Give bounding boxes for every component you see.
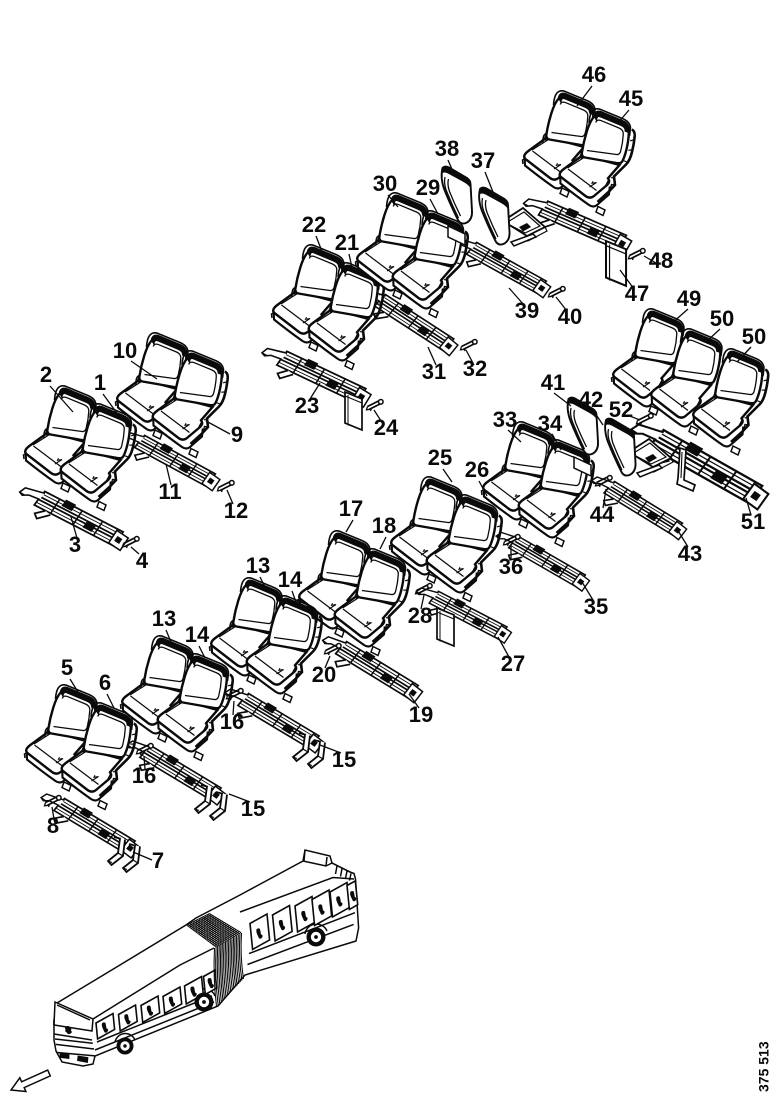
svg-text:39: 39 (515, 298, 539, 323)
svg-text:18: 18 (372, 513, 396, 538)
svg-text:52: 52 (609, 397, 633, 422)
svg-text:26: 26 (465, 457, 489, 482)
svg-text:4: 4 (136, 548, 149, 573)
svg-text:10: 10 (113, 338, 137, 363)
svg-text:27: 27 (501, 651, 525, 676)
svg-text:14: 14 (185, 622, 210, 647)
svg-text:29: 29 (416, 175, 440, 200)
svg-text:16: 16 (220, 709, 244, 734)
svg-text:34: 34 (538, 411, 563, 436)
svg-text:14: 14 (278, 567, 303, 592)
svg-text:50: 50 (742, 324, 766, 349)
svg-text:32: 32 (463, 356, 487, 381)
svg-text:33: 33 (493, 407, 517, 432)
svg-text:50: 50 (710, 306, 734, 331)
svg-text:375 513: 375 513 (756, 1041, 772, 1092)
svg-text:49: 49 (677, 286, 701, 311)
svg-text:2: 2 (40, 362, 52, 387)
svg-text:31: 31 (422, 359, 446, 384)
svg-text:5: 5 (61, 655, 73, 680)
svg-text:1: 1 (94, 370, 106, 395)
svg-text:22: 22 (302, 212, 326, 237)
svg-text:7: 7 (152, 848, 164, 873)
svg-text:23: 23 (295, 393, 319, 418)
svg-text:38: 38 (435, 136, 459, 161)
svg-text:51: 51 (741, 509, 765, 534)
svg-text:47: 47 (625, 281, 649, 306)
svg-text:17: 17 (339, 496, 363, 521)
svg-text:11: 11 (158, 479, 181, 504)
svg-text:13: 13 (246, 553, 270, 578)
svg-text:46: 46 (582, 62, 606, 87)
svg-text:3: 3 (69, 532, 81, 557)
svg-text:16: 16 (132, 763, 156, 788)
svg-text:8: 8 (47, 813, 59, 838)
svg-text:21: 21 (335, 230, 359, 255)
svg-text:45: 45 (619, 86, 643, 111)
svg-text:30: 30 (373, 171, 397, 196)
svg-text:25: 25 (428, 445, 452, 470)
svg-text:40: 40 (558, 304, 582, 329)
svg-text:44: 44 (590, 502, 615, 527)
svg-text:20: 20 (312, 662, 336, 687)
svg-text:41: 41 (541, 370, 565, 395)
svg-text:35: 35 (584, 594, 608, 619)
svg-text:12: 12 (224, 498, 248, 523)
svg-text:24: 24 (374, 415, 399, 440)
svg-text:13: 13 (152, 606, 176, 631)
svg-text:43: 43 (678, 541, 702, 566)
svg-text:42: 42 (579, 387, 603, 412)
svg-text:28: 28 (408, 603, 432, 628)
svg-text:37: 37 (471, 148, 495, 173)
svg-text:6: 6 (99, 670, 111, 695)
svg-text:19: 19 (409, 702, 433, 727)
svg-text:9: 9 (231, 422, 243, 447)
